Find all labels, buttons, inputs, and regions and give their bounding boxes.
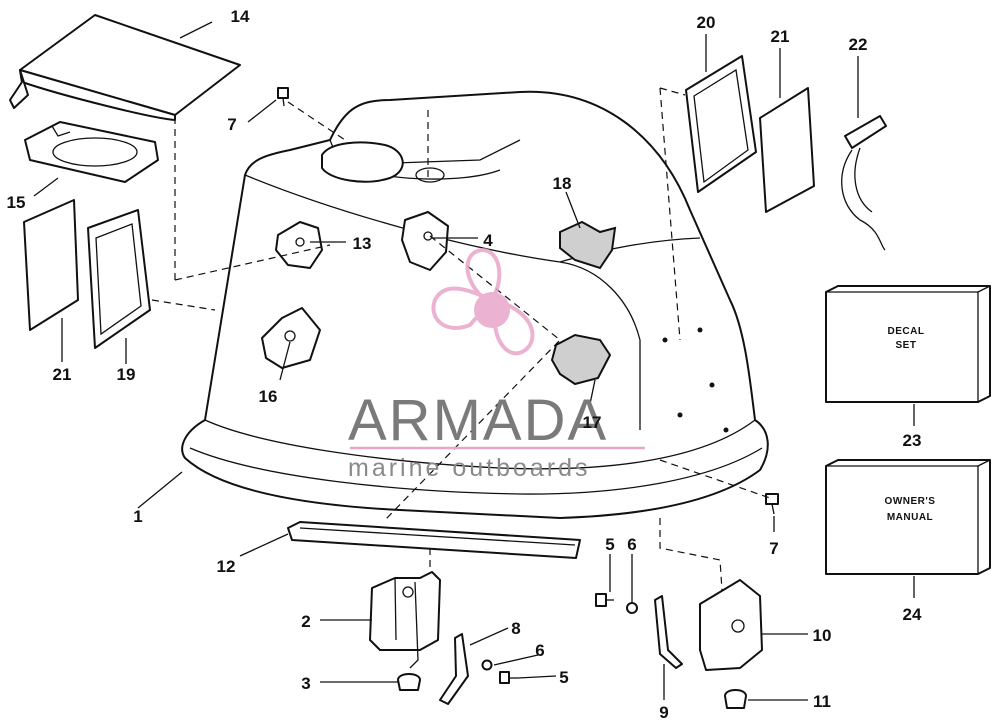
latch-plate-10 (699, 579, 763, 671)
screw-7-upper (277, 87, 289, 107)
alignment-lines (151, 87, 771, 591)
foam-pad-18 (559, 220, 617, 270)
frame-20 (685, 55, 757, 193)
frame-19 (87, 209, 151, 349)
callout-23: 23 (903, 431, 922, 450)
callout-3: 3 (301, 674, 310, 693)
callout-2: 2 (301, 612, 310, 631)
rubber-strip-12 (287, 521, 581, 559)
callout-5-lower: 5 (559, 668, 568, 687)
callout-19: 19 (117, 365, 136, 384)
callout-7-upper: 7 (227, 115, 236, 134)
bracket-4 (401, 211, 449, 271)
seal-15 (24, 121, 159, 183)
callout-6-lower: 6 (535, 641, 544, 660)
callout-11: 11 (813, 692, 831, 711)
leader-lines (33, 21, 915, 701)
callout-24: 24 (903, 605, 922, 624)
owners-manual-box (825, 459, 991, 575)
callout-21-right: 21 (771, 27, 790, 46)
brand-text: ARMADA (348, 388, 608, 453)
foam-pad-17 (550, 333, 612, 386)
callout-9: 9 (659, 703, 668, 722)
decal-sheet-21-left (23, 199, 79, 331)
callout-numbers: 1 2 3 4 5 5 6 6 7 7 8 9 10 11 12 13 14 1… (7, 7, 922, 722)
callout-1: 1 (133, 507, 142, 526)
armada-watermark: ARMADA marine outboards (348, 247, 645, 482)
callout-18: 18 (553, 174, 572, 193)
washer-6-upper (626, 602, 638, 614)
callout-4: 4 (483, 231, 493, 250)
bracket-13 (275, 221, 323, 269)
callout-21-left: 21 (53, 365, 72, 384)
callout-20: 20 (697, 13, 716, 32)
callout-12: 12 (217, 557, 236, 576)
callout-13: 13 (353, 234, 372, 253)
callout-16: 16 (259, 387, 278, 406)
callout-17: 17 (583, 413, 602, 432)
top-cover-14 (9, 14, 241, 121)
propeller-icon (431, 247, 535, 356)
callout-10: 10 (813, 626, 832, 645)
primer-handle-22 (841, 115, 887, 251)
bracket-16 (261, 307, 321, 369)
callout-8: 8 (511, 619, 520, 638)
callout-7-lower: 7 (769, 539, 778, 558)
callout-6-upper: 6 (627, 535, 636, 554)
bracket-8 (439, 633, 469, 705)
decal-box-label-line2: SET (896, 340, 917, 351)
callout-5-upper: 5 (605, 535, 614, 554)
decal-sheet-21-right (759, 87, 815, 213)
washer-6-lower (481, 659, 493, 671)
tagline-text: marine outboards (348, 454, 591, 482)
decal-set-box (825, 285, 991, 403)
bracket-9 (654, 595, 683, 669)
decal-box-label-line1: DECAL (888, 326, 925, 337)
screw-5-lower (499, 671, 518, 684)
callout-14: 14 (231, 7, 250, 26)
screw-5-upper (595, 593, 614, 607)
callout-22: 22 (849, 35, 868, 54)
grommet-3 (397, 673, 421, 691)
latch-2 (369, 571, 441, 669)
grommet-11 (724, 689, 747, 709)
screw-7-lower (765, 493, 779, 515)
callout-15: 15 (7, 193, 26, 212)
manual-box-label-line1: OWNER'S (885, 496, 936, 507)
manual-box-label-line2: MANUAL (887, 512, 933, 523)
